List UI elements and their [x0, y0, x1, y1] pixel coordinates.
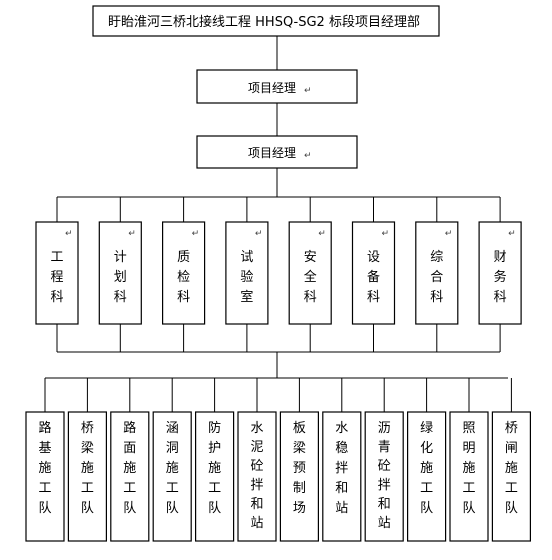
construction-team-node: 涵洞施工队: [152, 411, 192, 542]
construction-team-box: [491, 411, 531, 542]
department-label: 综合科: [430, 250, 443, 305]
paragraph-mark: ↵: [128, 229, 136, 239]
department-label: 工程科: [50, 250, 63, 305]
department-node: 安全科 ↵: [288, 221, 332, 325]
department-node: 计划科 ↵: [98, 221, 142, 325]
construction-team-box: [449, 411, 489, 542]
construction-team-box: [237, 411, 277, 542]
paragraph-mark: ↵: [382, 229, 390, 239]
construction-team-label: 路基施工队: [38, 420, 51, 516]
construction-team-label: 水稳拌和站: [335, 421, 348, 516]
department-box: [288, 221, 332, 325]
department-label: 设备科: [367, 250, 380, 305]
construction-team-label: 桥闸施工队: [505, 421, 518, 516]
connector-lines: [44, 36, 512, 412]
department-box: [225, 221, 269, 325]
construction-team-node: 照明施工队: [449, 411, 489, 542]
construction-team-node: 绿化施工队: [407, 411, 447, 542]
paragraph-mark: ↵: [508, 229, 516, 239]
construction-team-box: [407, 411, 447, 542]
construction-team-label: 桥梁施工队: [81, 421, 94, 516]
department-box: [35, 221, 79, 325]
department-node: 综合科 ↵: [415, 221, 459, 325]
project-department-box: [92, 5, 440, 37]
construction-team-label: 路面施工队: [123, 420, 136, 516]
department-node: 财务科 ↵: [478, 221, 522, 325]
construction-team-node: 路面施工队: [110, 411, 150, 542]
department-node: 质检科 ↵: [162, 221, 206, 325]
construction-team-node: 水稳拌和站: [322, 411, 362, 542]
department-label: 质检科: [177, 250, 190, 305]
construction-team-box: [152, 411, 192, 542]
construction-team-label: 水泥砼拌和站: [250, 421, 263, 531]
department-label: 计划科: [114, 250, 127, 305]
paragraph-mark: ↵: [304, 151, 312, 161]
construction-team-label: 沥青砼拌和站: [378, 421, 391, 531]
department-box: [478, 221, 522, 325]
construction-team-node: 防护施工队: [195, 411, 235, 542]
paragraph-mark: ↵: [318, 229, 326, 239]
project-manager-node-1: 项目经理 ↵: [196, 69, 358, 104]
construction-team-node: 板梁预制场: [279, 411, 319, 542]
paragraph-mark: ↵: [445, 229, 453, 239]
department-label: 安全科: [304, 250, 317, 305]
construction-team-box: [322, 411, 362, 542]
project-department-node: 盱眙淮河三桥北接线工程 HHSQ-SG2 标段项目经理部: [92, 5, 440, 37]
department-node: 试验室 ↵: [225, 221, 269, 325]
project-manager-label-2: 项目经理: [248, 146, 296, 160]
department-box: [351, 221, 396, 325]
paragraph-mark: ↵: [192, 229, 200, 239]
department-stubs: [56, 197, 501, 352]
project-manager-box-2: [196, 135, 358, 169]
construction-team-box: [25, 411, 65, 542]
paragraph-mark: ↵: [65, 229, 73, 239]
department-node: 工程科 ↵: [35, 221, 79, 325]
paragraph-mark: ↵: [255, 229, 263, 239]
department-box: [415, 221, 459, 325]
construction-team-node: 水泥砼拌和站: [237, 411, 277, 542]
construction-team-box: [110, 411, 150, 542]
paragraph-mark: ↵: [304, 86, 312, 96]
department-box: [162, 221, 206, 325]
project-manager-node-2: 项目经理 ↵: [196, 135, 358, 169]
construction-team-label: 板梁预制场: [293, 421, 306, 516]
construction-team-node: 沥青砼拌和站: [364, 411, 404, 542]
construction-team-box: [364, 411, 404, 542]
construction-teams-row: 路基施工队 桥梁施工队 路面施工队 涵洞施工队 防护施工队 水泥砼拌和站 板梁预制场 水稳拌和…: [25, 411, 531, 542]
department-label: 财务科: [494, 250, 507, 305]
construction-team-box: [195, 411, 235, 542]
construction-team-label: 照明施工队: [462, 421, 475, 516]
construction-team-box: [67, 411, 108, 542]
construction-team-label: 绿化施工队: [420, 421, 433, 516]
department-label: 试验室: [240, 250, 253, 305]
construction-team-node: 桥闸施工队: [491, 411, 531, 542]
project-manager-box-1: [196, 69, 358, 104]
construction-team-label: 防护施工队: [208, 420, 221, 516]
construction-team-box: [279, 411, 319, 542]
project-department-title: 盱眙淮河三桥北接线工程 HHSQ-SG2 标段项目经理部: [108, 14, 420, 30]
departments-row: 工程科 ↵ 计划科 ↵ 质检科 ↵ 试验室 ↵ 安全科 ↵ 设备科 ↵ 综合科 ↵ 财务科 ↵: [35, 221, 522, 325]
department-box: [98, 221, 142, 325]
department-node: 设备科 ↵: [351, 221, 396, 325]
project-manager-label-1: 项目经理: [248, 81, 296, 95]
team-stubs: [44, 378, 512, 412]
construction-team-node: 路基施工队: [25, 411, 65, 542]
construction-team-label: 涵洞施工队: [166, 421, 179, 516]
construction-team-node: 桥梁施工队: [67, 411, 108, 542]
